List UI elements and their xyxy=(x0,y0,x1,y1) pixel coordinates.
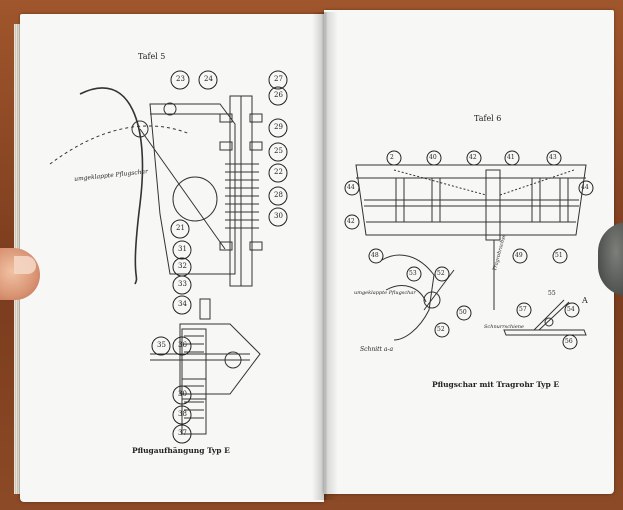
callout: 42 xyxy=(469,154,477,161)
right-page: Tafel 6 xyxy=(324,10,614,494)
annotation-section: Schnitt a-a xyxy=(360,346,394,353)
callout: 24 xyxy=(204,75,213,83)
callout: 23 xyxy=(176,75,185,83)
callout: 37 xyxy=(178,429,187,437)
callout: 30 xyxy=(274,212,283,220)
callout: 49 xyxy=(515,252,523,259)
callout: 50 xyxy=(459,309,467,316)
callout: 28 xyxy=(274,191,283,199)
ploughshare-drawing xyxy=(344,150,594,350)
callout: 48 xyxy=(371,252,379,259)
callout: 31 xyxy=(178,245,187,253)
callout: 52 xyxy=(437,326,445,333)
right-caption: Pflugschar mit Tragrohr Typ E xyxy=(432,380,560,389)
callout: 51 xyxy=(555,252,563,259)
callout: 29 xyxy=(274,123,283,131)
callout: 21 xyxy=(176,224,185,232)
callout: 43 xyxy=(549,154,557,161)
left-plate-title: Tafel 5 xyxy=(138,52,166,61)
callout: 44 xyxy=(581,184,589,191)
book-gutter xyxy=(312,12,338,500)
callout: 44 xyxy=(347,184,355,191)
callout: 38 xyxy=(178,410,187,418)
callout: 42 xyxy=(347,218,355,225)
left-caption: Pflugaufhängung Typ E xyxy=(132,446,230,455)
callout: 40 xyxy=(429,154,437,161)
open-book: Tafel 5 xyxy=(14,8,614,503)
callout: 32 xyxy=(178,262,187,270)
callout: 2 xyxy=(390,154,394,161)
callout: 22 xyxy=(274,168,283,176)
callout: 53 xyxy=(409,270,417,277)
callout: 57 xyxy=(519,306,527,313)
callout: 56 xyxy=(565,338,573,345)
callout: 36 xyxy=(178,341,187,349)
annotation-rail: Schnurrschiene xyxy=(484,324,524,330)
thumb-nail xyxy=(14,256,36,274)
callout: 52 xyxy=(437,270,445,277)
callout: 41 xyxy=(507,154,515,161)
right-plate-title: Tafel 6 xyxy=(474,114,502,123)
callout: 30 xyxy=(178,390,187,398)
callout: 54 xyxy=(567,306,575,313)
plough-suspension-drawing xyxy=(49,70,288,444)
callout: 25 xyxy=(274,147,283,155)
callout: 55 xyxy=(548,290,556,297)
callout: A xyxy=(582,296,588,305)
callout: 34 xyxy=(178,300,187,308)
callout: 27 xyxy=(274,75,283,83)
callout: 35 xyxy=(157,341,166,349)
callout: 33 xyxy=(178,280,187,288)
callout: 26 xyxy=(274,91,283,99)
annotation-folded-share: umgeklappte Pflugschar xyxy=(354,290,416,296)
left-page: Tafel 5 xyxy=(20,14,324,502)
